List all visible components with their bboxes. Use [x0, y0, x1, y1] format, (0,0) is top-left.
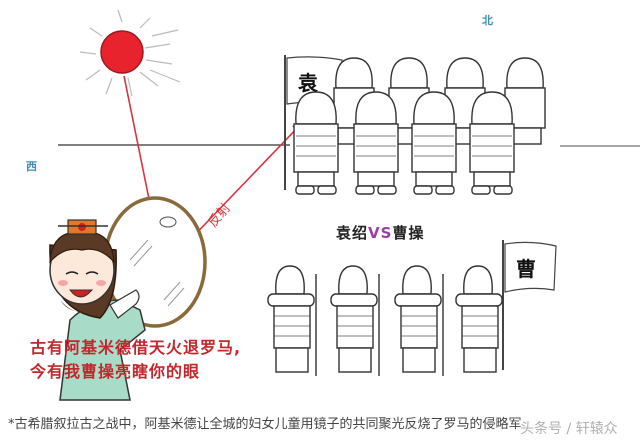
reflect-label: 反射	[205, 200, 234, 230]
yuan-soldiers-front-row	[293, 91, 515, 195]
cao-armour-pattern	[274, 315, 498, 337]
cao-soldiers	[267, 265, 503, 376]
cao-flag-char: 曹	[516, 257, 536, 281]
matchup-vs: VS	[368, 224, 393, 242]
sun-icon	[79, 9, 181, 97]
quote-line-1: 古有阿基米德借天火退罗马,	[30, 338, 242, 357]
compass-north-label: 北	[482, 14, 493, 27]
matchup-right: 曹操	[392, 224, 425, 242]
footnote-caption: *古希腊叙拉古之战中，阿基米德让全城的妇女儿童用镜子的共同聚光反烧了罗马的侵略军	[8, 417, 522, 432]
watermark: 头条号 / 轩辕众	[520, 421, 618, 437]
yuan-flag-char: 袁	[297, 71, 318, 95]
horizon-line	[58, 144, 640, 147]
matchup-title: 袁绍VS曹操	[336, 222, 424, 243]
armour-pattern	[296, 135, 512, 157]
yuan-flag: 袁	[284, 55, 343, 190]
cao-cao-quote: 古有阿基米德借天火退罗马, 今有我曹操亮瞎你的眼	[30, 336, 241, 384]
compass-west-label: 西	[26, 160, 37, 173]
cao-cao-character	[49, 219, 146, 401]
cao-flag: 曹	[502, 240, 557, 370]
matchup-left: 袁绍	[336, 224, 369, 242]
quote-line-2: 今有我曹操亮瞎你的眼	[30, 362, 201, 381]
